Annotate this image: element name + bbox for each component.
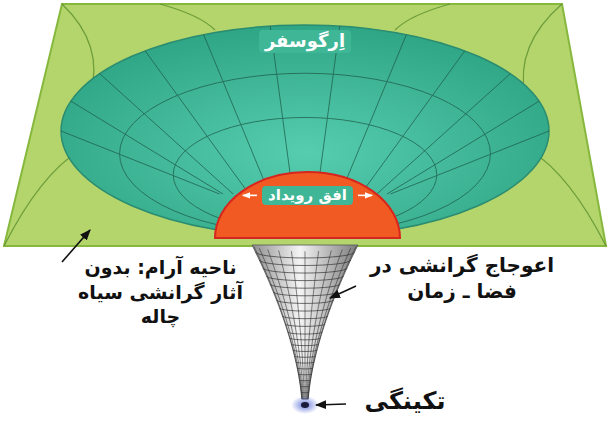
ergosphere-grid-line (204, 35, 270, 194)
gravity-well-funnel (252, 245, 358, 399)
region-label: اِرگوسفر (259, 30, 351, 53)
funnel-rib (291, 251, 304, 399)
event-horizon: افق رویداد (215, 172, 400, 238)
ergosphere-grid-line (387, 101, 539, 194)
ergosphere-grid-line (390, 131, 549, 194)
radius-arrow (243, 195, 257, 197)
funnel-rib (268, 250, 303, 400)
region-note: ناحیه آرام: بدون آثار گرانشی سیاه چاله (68, 255, 253, 329)
singularity-glow (291, 396, 319, 414)
ergosphere-grid-line (71, 101, 223, 194)
singularity-point (301, 402, 309, 408)
funnel-rib (306, 251, 319, 399)
horizon-label: افق رویداد (262, 186, 353, 205)
ergosphere-grid-line (145, 51, 249, 194)
funnel-rib (308, 248, 351, 399)
ergosphere-grid-line (340, 35, 406, 194)
ergosphere-grid-line (377, 74, 510, 194)
ergosphere-region: اِرگوسفر افق رویداد (60, 24, 550, 238)
funnel-surface (252, 245, 358, 399)
plane-grid (4, 4, 606, 246)
funnel-rib (259, 248, 302, 399)
flat-spacetime-plane (4, 4, 606, 246)
radius-arrow (358, 195, 372, 197)
ergosphere-ellipse (61, 25, 549, 237)
event-horizon-dome (215, 172, 400, 238)
funnel-rib (307, 250, 342, 400)
distortion-note: اعوجاج گرانشی در فضا ـ زمان (362, 252, 562, 304)
funnel-rib (308, 247, 356, 399)
ergosphere-grid-line (361, 51, 465, 194)
event-horizon-outline (215, 172, 400, 238)
funnel-rib (279, 251, 304, 400)
funnel-rib (305, 251, 306, 399)
ergosphere-grid-line (100, 74, 233, 194)
singularity-label: تکینگی (350, 386, 460, 417)
ergosphere-grid-line (61, 131, 220, 194)
leader-arrow (316, 404, 346, 405)
leader-arrow (330, 286, 356, 298)
